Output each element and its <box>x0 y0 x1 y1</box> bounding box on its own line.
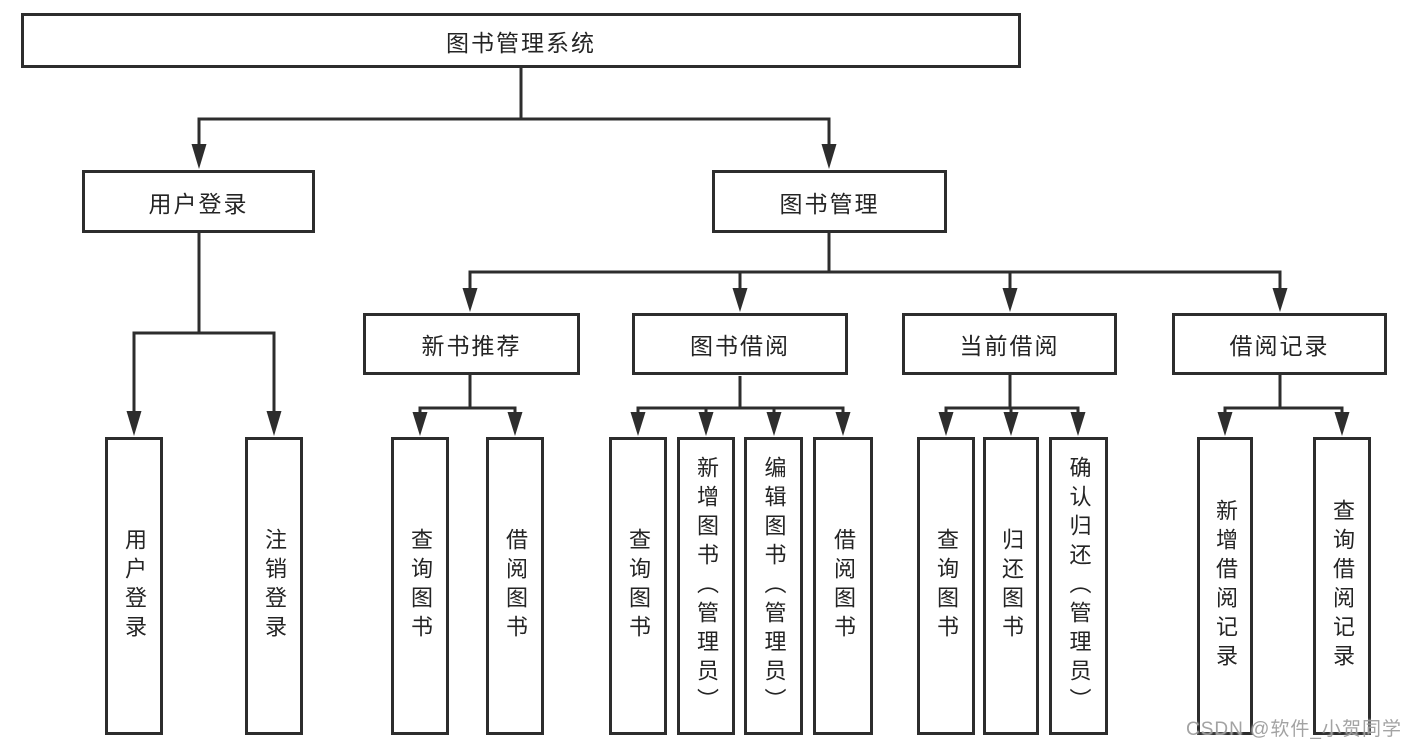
node-new-book-recommendation: 新书推荐 <box>363 313 580 375</box>
leaf-query-books-current: 查询图书 <box>917 437 975 735</box>
node-book-management: 图书管理 <box>712 170 947 233</box>
leaf-add-books-admin: 新增图书（管理员） <box>677 437 735 735</box>
leaf-return-books: 归还图书 <box>983 437 1039 735</box>
node-book-borrowing: 图书借阅 <box>632 313 848 375</box>
leaf-query-borrow-record: 查询借阅记录 <box>1313 437 1371 735</box>
leaf-confirm-return-admin: 确认归还（管理员） <box>1049 437 1108 735</box>
leaf-user-login: 用户登录 <box>105 437 163 735</box>
node-borrowing-records: 借阅记录 <box>1172 313 1387 375</box>
node-library-management-system: 图书管理系统 <box>21 13 1021 68</box>
leaf-edit-books-admin: 编辑图书（管理员） <box>744 437 803 735</box>
leaf-logout: 注销登录 <box>245 437 303 735</box>
arrowheads <box>126 144 1350 436</box>
node-current-borrowing: 当前借阅 <box>902 313 1117 375</box>
leaf-query-books-recommend: 查询图书 <box>391 437 449 735</box>
leaf-borrow-books-recommend: 借阅图书 <box>486 437 544 735</box>
leaf-borrow-books: 借阅图书 <box>813 437 873 735</box>
leaf-query-books-borrow: 查询图书 <box>609 437 667 735</box>
leaf-add-borrow-record: 新增借阅记录 <box>1197 437 1253 735</box>
node-user-login: 用户登录 <box>82 170 315 233</box>
